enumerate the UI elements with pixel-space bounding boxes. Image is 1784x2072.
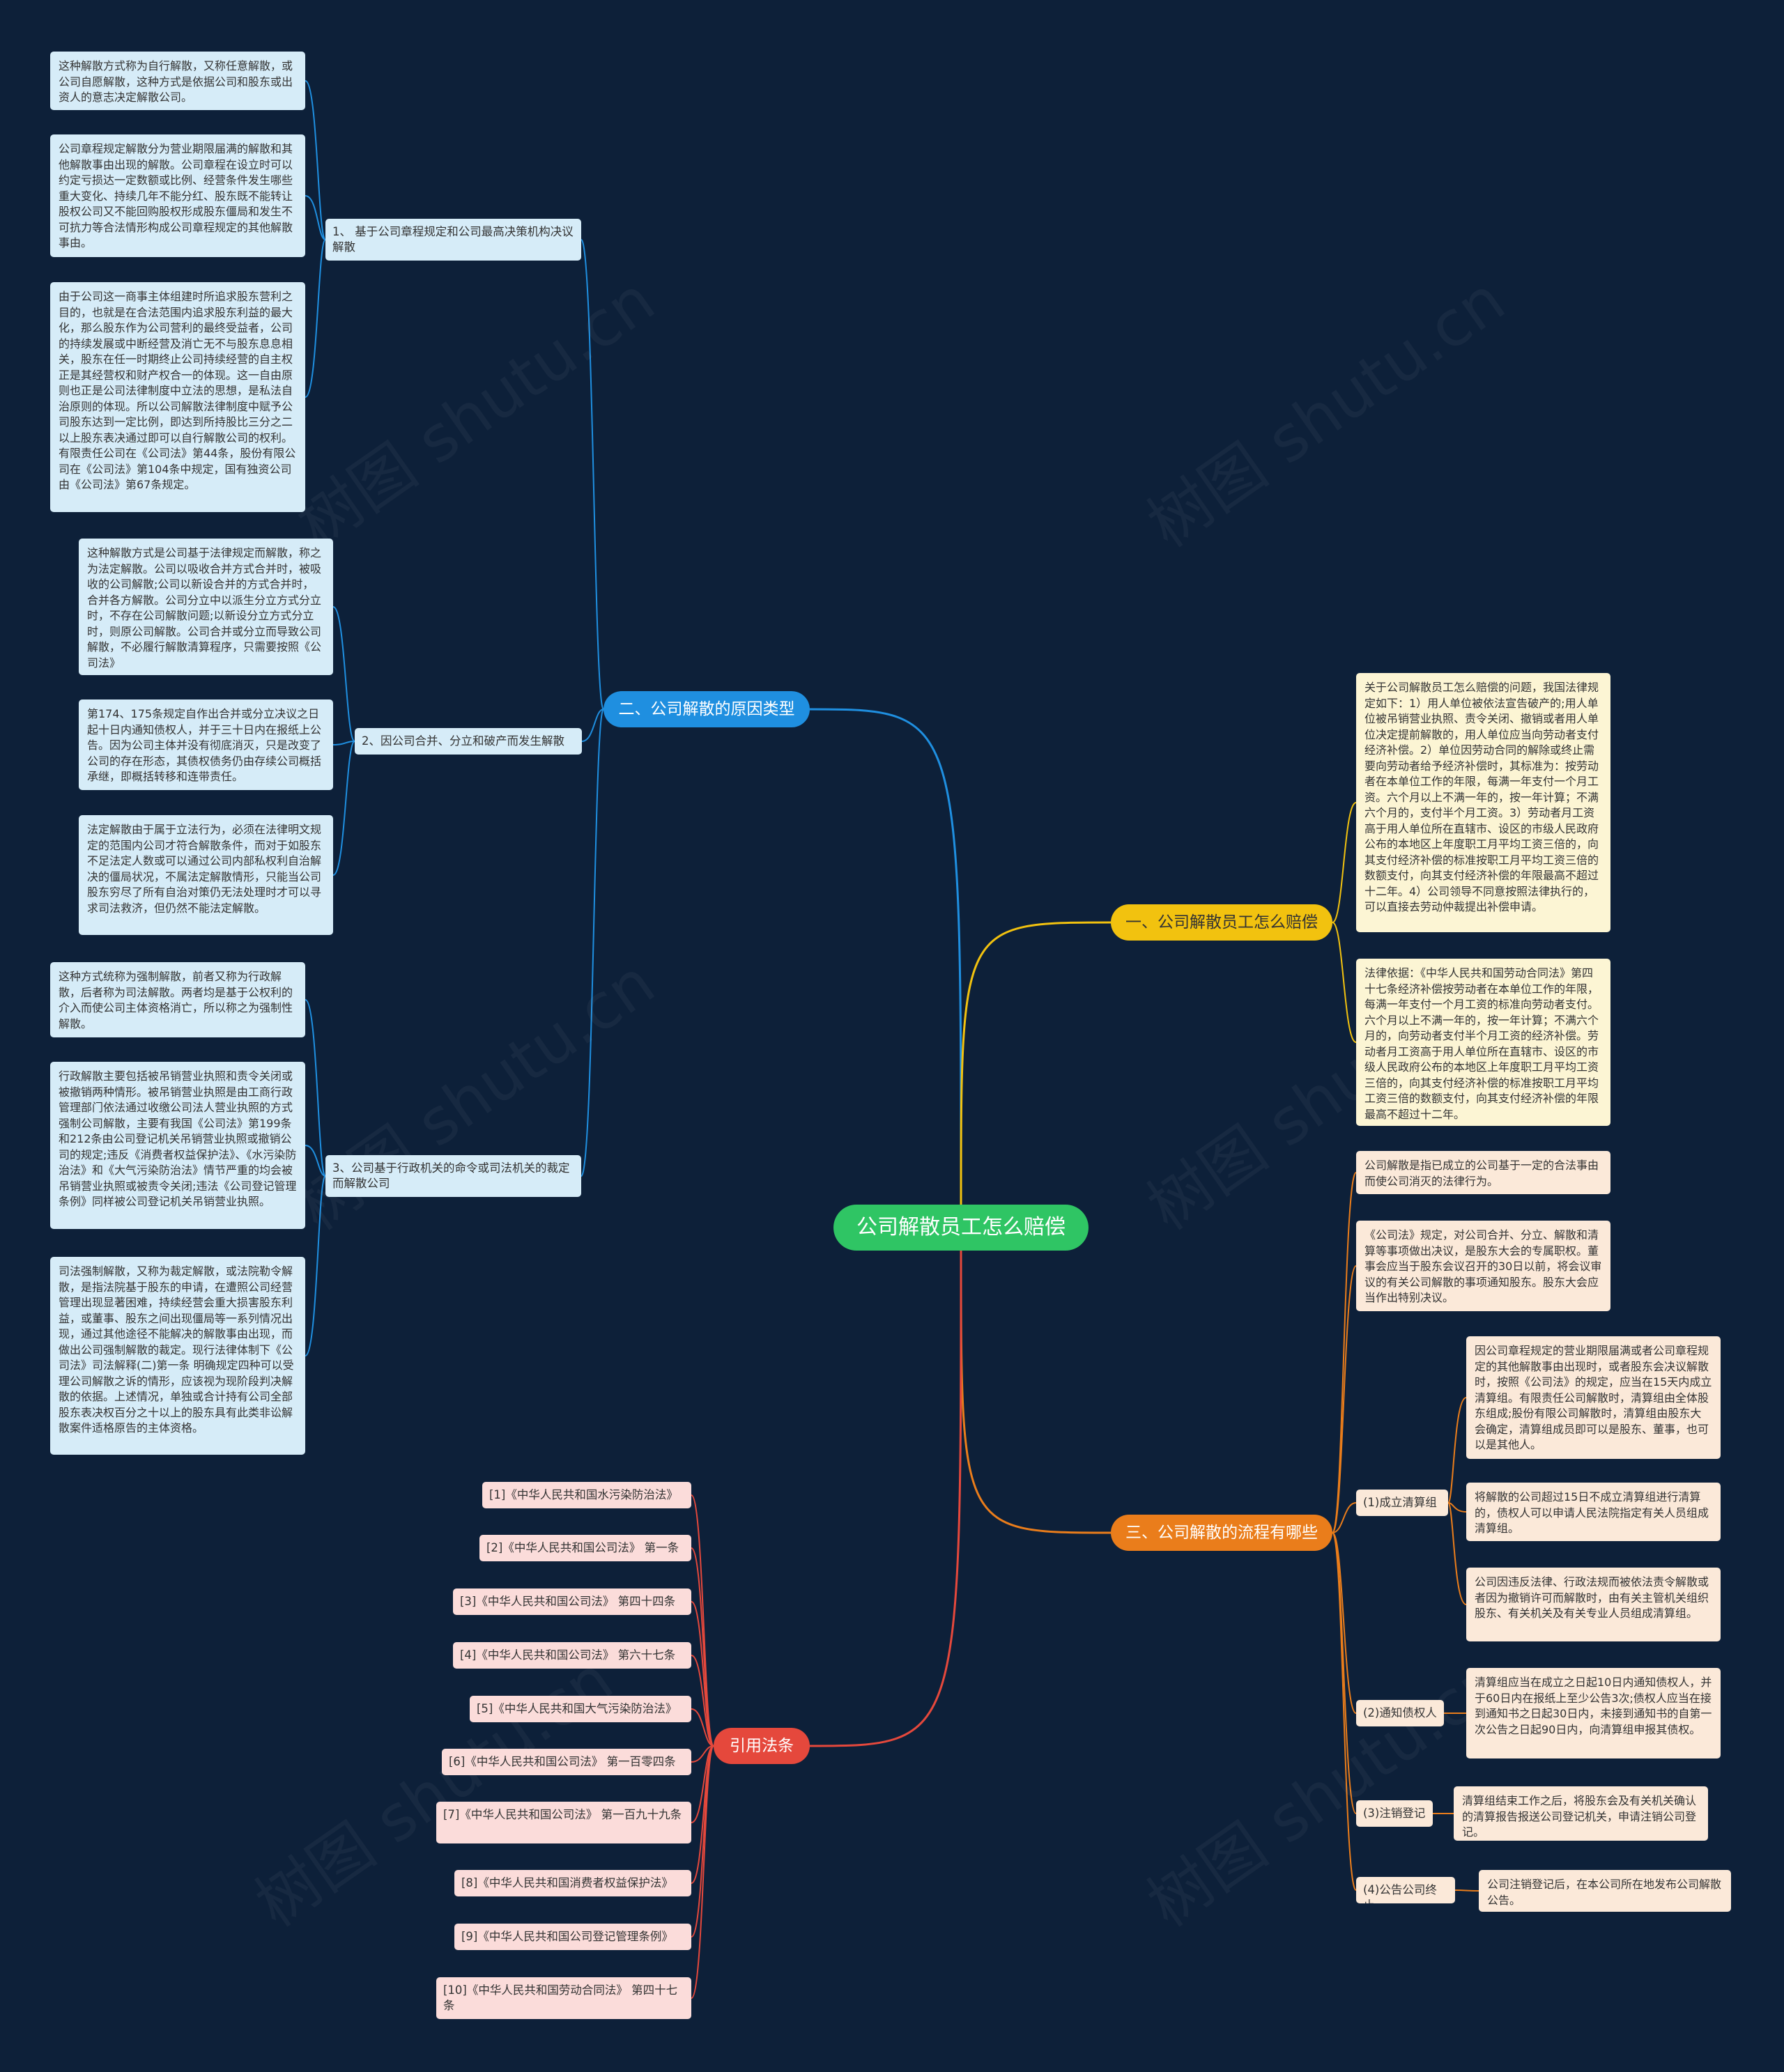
connector-line (691, 1547, 714, 1747)
connector-line (305, 1175, 326, 1356)
types-group-3-leaf: 行政解散主要包括被吊销营业执照和责令关闭或被撤销两种情形。被吊销营业执照是由工商… (50, 1062, 305, 1229)
connector-line (305, 80, 326, 240)
connector-line (581, 709, 604, 742)
connector-line (305, 1145, 326, 1177)
types-group-3-leaf: 这种方式统称为强制解散，前者又称为行政解散，后者称为司法解散。两者均是基于公权利… (50, 962, 305, 1037)
connector-line (1332, 1265, 1357, 1533)
connector-line (1332, 922, 1357, 1043)
process-step-1-leaf: 公司因违反法律、行政法规而被依法责令解散或者因为撤销许可而解散时，由有关主管机关… (1466, 1568, 1721, 1641)
connector-line (332, 741, 355, 745)
connector-line (1332, 802, 1357, 923)
connector-line (1447, 1502, 1467, 1605)
branch-dissolution-process[interactable]: 三、公司解散的流程有哪些 (1111, 1515, 1332, 1551)
connector-line (960, 1250, 1112, 1534)
root-topic[interactable]: 公司解散员工怎么赔偿 (833, 1205, 1089, 1251)
connector-line (1332, 1532, 1357, 1814)
types-group-1-leaf: 这种解散方式称为自行解散，又称任意解散，或公司自愿解散，这种方式是依据公司和股东… (50, 52, 305, 110)
branch-cited-laws[interactable]: 引用法条 (714, 1728, 810, 1764)
connector-line (691, 1745, 714, 1999)
types-group-1-leaf: 公司章程规定解散分为营业期限届满的解散和其他解散事由出现的解散。公司章程在设立时… (50, 134, 305, 257)
process-step-2-leaf: 清算组应当在成立之日起10日内通知债权人，并于60日内在报纸上至少公告3次;债权… (1466, 1668, 1721, 1758)
connector-line (1332, 1532, 1357, 1891)
types-group-2-leaf: 法定解散由于属于立法行为，必须在法律明文规定的范围内公司才符合解散条件，而对于如… (79, 815, 333, 935)
connector-line (809, 1250, 962, 1747)
types-group-1-leaf: 由于公司这一商事主体组建时所追求股东营利之目的，也就是在合法范围内追求股东利益的… (50, 282, 305, 512)
process-step-1-leaf: 因公司章程规定的营业期限届满或者公司章程规定的其他解散事由出现时，或者股东会决议… (1466, 1336, 1721, 1459)
connector-line (305, 999, 326, 1177)
connector-line (1447, 1502, 1467, 1513)
process-intro: 《公司法》规定，对公司合并、分立、解散和清算等事项做出决议，是股东大会的专属职权… (1356, 1221, 1610, 1311)
connector-line (691, 1655, 714, 1747)
law-reference[interactable]: [9]《中华人民共和国公司登记管理条例》 (454, 1924, 691, 1950)
process-step-3-leaf: 清算组结束工作之后，将股东会及有关机关确认的清算报告报送公司登记机关，申请注销公… (1454, 1786, 1708, 1841)
process-step-3[interactable]: (3)注销登记 (1356, 1800, 1433, 1827)
branch-dissolution-types[interactable]: 二、公司解散的原因类型 (603, 691, 810, 727)
branch-employee-compensation[interactable]: 一、公司解散员工怎么赔偿 (1111, 904, 1332, 941)
types-group-2-leaf: 第174、175条规定自作出合并或分立决议之日起十日内通知债权人，并于三十日内在… (79, 699, 333, 790)
connector-line (960, 921, 1112, 1205)
connector-line (580, 239, 604, 710)
connector-line (1454, 1889, 1479, 1892)
connector-line (1332, 1502, 1357, 1533)
connector-line (1332, 1532, 1357, 1714)
types-group-3-leaf: 司法强制解散，又称为裁定解散，或法院勒令解散，是指法院基于股东的申请，在遭照公司… (50, 1257, 305, 1455)
process-step-4-leaf: 公司注销登记后，在本公司所在地发布公司解散公告。 (1479, 1870, 1731, 1912)
law-reference[interactable]: [8]《中华人民共和国消费者权益保护法》 (454, 1870, 691, 1896)
process-step-4[interactable]: (4)公告公司终止 (1356, 1877, 1455, 1903)
process-intro: 公司解散是指已成立的公司基于一定的合法事由而使公司消灭的法律行为。 (1356, 1151, 1610, 1194)
connector-line (809, 708, 962, 1205)
connector-line (691, 1601, 714, 1747)
compensation-leaf: 关于公司解散员工怎么赔偿的问题，我国法律规定如下：1）用人单位被依法宣告破产的;… (1356, 673, 1610, 932)
types-group-2-leaf: 这种解散方式是公司基于法律规定而解散，称之为法定解散。公司以吸收合并方式合并时，… (79, 539, 333, 675)
connector-line (691, 1708, 714, 1747)
compensation-leaf: 法律依据：《中华人民共和国劳动合同法》第四十七条经济补偿按劳动者在本单位工作的年… (1356, 959, 1610, 1126)
connector-line (580, 709, 604, 1177)
law-reference[interactable]: [10]《中华人民共和国劳动合同法》 第四十七条 (436, 1977, 691, 2019)
process-step-1[interactable]: (1)成立清算组 (1356, 1490, 1448, 1516)
law-reference[interactable]: [1]《中华人民共和国水污染防治法》 (482, 1482, 691, 1508)
law-reference[interactable]: [3]《中华人民共和国公司法》 第四十四条 (453, 1588, 691, 1615)
connector-line (1332, 1172, 1357, 1533)
connector-line (305, 195, 326, 240)
law-reference[interactable]: [2]《中华人民共和国公司法》 第一条 (479, 1535, 691, 1561)
process-step-2[interactable]: (2)通知债权人 (1356, 1700, 1444, 1726)
process-step-1-leaf: 将解散的公司超过15日不成立清算组进行清算的，债权人可以申请人民法院指定有关人员… (1466, 1483, 1721, 1541)
types-group-2[interactable]: 2、因公司合并、分立和破产而发生解散 (355, 728, 582, 755)
law-reference[interactable]: [6]《中华人民共和国公司法》 第一百零四条 (442, 1749, 691, 1775)
connector-line (1447, 1397, 1467, 1503)
connector-line (332, 606, 355, 742)
connector-line (305, 239, 326, 398)
law-reference[interactable]: [5]《中华人民共和国大气污染防治法》 (470, 1696, 691, 1722)
types-group-3[interactable]: 3、公司基于行政机关的命令或司法机关的裁定而解散公司 (325, 1155, 581, 1197)
types-group-1[interactable]: 1、 基于公司章程规定和公司最高决策机构决议解散 (325, 219, 581, 261)
law-reference[interactable]: [7]《中华人民共和国公司法》 第一百九十九条 (436, 1802, 691, 1843)
law-reference[interactable]: [4]《中华人民共和国公司法》 第六十七条 (453, 1642, 691, 1669)
connector-line (332, 741, 355, 876)
